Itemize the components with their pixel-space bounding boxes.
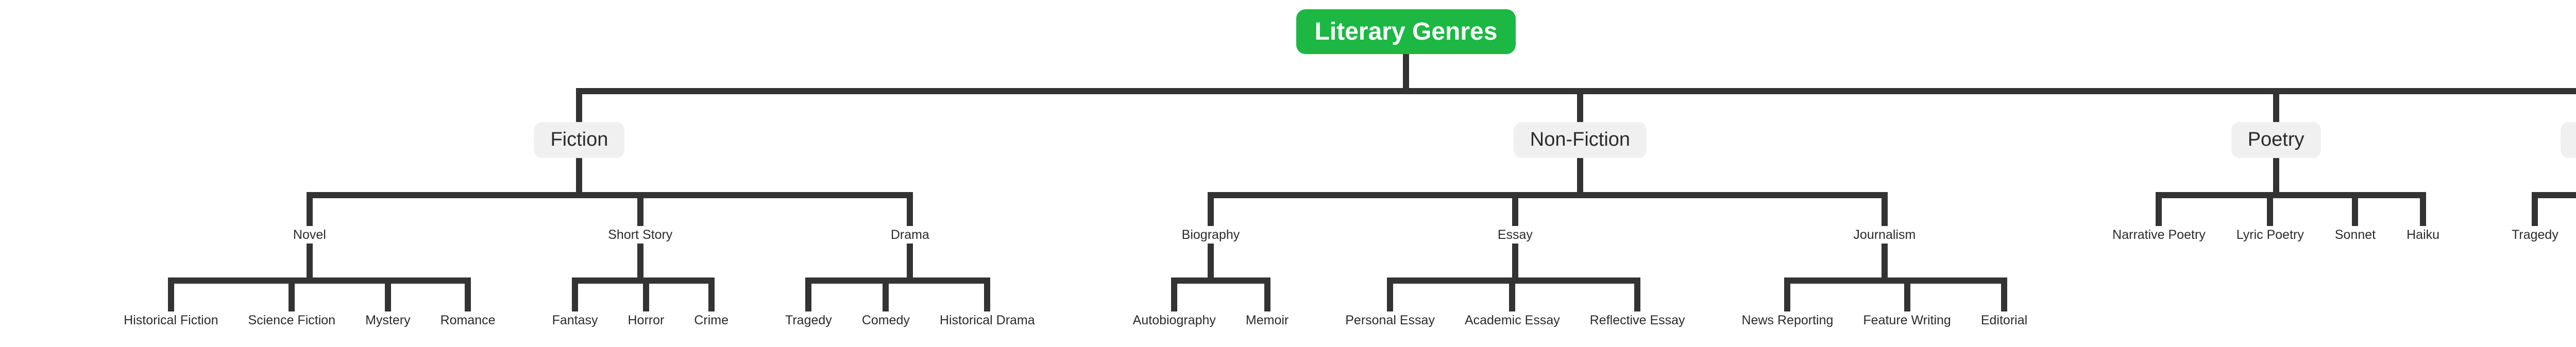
- tree-node-sonnet: Sonnet: [2332, 225, 2378, 244]
- tree-branch-autobiography: Autobiography: [1118, 277, 1234, 329]
- tree-node-drama: Drama: [888, 225, 931, 244]
- tree-node-horror: Horror: [625, 311, 667, 329]
- tree-branch-comedy: Comedy: [2573, 192, 2576, 244]
- tree-branch-tragedy: Tragedy: [770, 277, 850, 329]
- tree-branch-historical-fiction: Historical Fiction: [109, 277, 236, 329]
- tree-node-lyric-poetry: Lyric Poetry: [2234, 225, 2306, 244]
- tree-node-novel: Novel: [291, 225, 328, 244]
- tree-branch-academic-essay: Academic Essay: [1449, 277, 1578, 329]
- tree-node-autobiography: Autobiography: [1130, 311, 1218, 329]
- tree-node-fiction: Fiction: [534, 122, 625, 158]
- tree-node-mystery: Mystery: [363, 311, 413, 329]
- tree-children-of-essay: Personal Essay Academic Essay Reflective E…: [1330, 243, 1700, 329]
- tree-children-of-novel: Historical Fiction Science Fiction Mystery…: [109, 243, 511, 329]
- tree-branch-sonnet: Sonnet: [2319, 192, 2395, 244]
- tree-branch-lyric-poetry: Lyric Poetry: [2221, 192, 2323, 244]
- tree-node-tragedy: Tragedy: [2510, 225, 2561, 244]
- tree-node-feature-writing: Feature Writing: [1861, 311, 1953, 329]
- tree-children-of-short-story: Fantasy Horror Crime: [537, 243, 743, 329]
- tree-branch-science-fiction: Science Fiction: [233, 277, 353, 329]
- tree-node-fantasy: Fantasy: [550, 311, 600, 329]
- tree-node-science-fiction: Science Fiction: [246, 311, 338, 329]
- tree-children-of-poetry: Narrative Poetry Lyric Poetry Sonnet Haiku: [2097, 158, 2455, 244]
- tree-node-narrative-poetry: Narrative Poetry: [2110, 225, 2208, 244]
- tree-node-crime: Crime: [692, 311, 731, 329]
- tree-branch-feature-writing: Feature Writing: [1848, 277, 1970, 329]
- tree-node-reflective-essay: Reflective Essay: [1587, 311, 1687, 329]
- tree-node-drama: Drama: [2560, 122, 2576, 158]
- tree-branch-comedy: Comedy: [846, 277, 928, 329]
- tree-children-of-journalism: News Reporting Feature Writing Editorial: [1727, 243, 2043, 329]
- tree-node-editorial: Editorial: [1978, 311, 2030, 329]
- tree-branch-reflective-essay: Reflective Essay: [1574, 277, 1700, 329]
- tree-branch-narrative-poetry: Narrative Poetry: [2097, 192, 2224, 244]
- tree-node-personal-essay: Personal Essay: [1343, 311, 1437, 329]
- tree-branch-mystery: Mystery: [350, 277, 429, 329]
- tree-node-short-story: Short Story: [606, 225, 675, 244]
- tree-node-biography: Biography: [1179, 225, 1242, 244]
- tree-node-non-fiction: Non-Fiction: [1513, 122, 1647, 158]
- tree-node-tragedy: Tragedy: [783, 311, 834, 329]
- tree-node-historical-fiction: Historical Fiction: [122, 311, 221, 329]
- tree-node-historical-drama: Historical Drama: [937, 311, 1037, 329]
- tree-branch-historical-drama: Historical Drama: [924, 277, 1050, 329]
- tree-branch-fantasy: Fantasy: [537, 277, 616, 329]
- tree-children-of-drama: Tragedy Comedy Historical Drama: [770, 243, 1050, 329]
- tree-branch-tragedy: Tragedy: [2496, 192, 2576, 244]
- tree-node-romance: Romance: [438, 311, 498, 329]
- tree-branch-news-reporting: News Reporting: [1727, 277, 1852, 329]
- tree-branch-memoir: Memoir: [1230, 277, 1303, 329]
- tree-branch-crime: Crime: [679, 277, 743, 329]
- tree-branch-personal-essay: Personal Essay: [1330, 277, 1453, 329]
- tree-node-news-reporting: News Reporting: [1739, 311, 1836, 329]
- tree-node-poetry: Poetry: [2231, 122, 2321, 158]
- tree-branch-romance: Romance: [425, 277, 511, 329]
- tree-node-memoir: Memoir: [1243, 311, 1291, 329]
- tree-branch-editorial: Editorial: [1965, 277, 2042, 329]
- tree-children-of-drama: TragedyComedyFarce: [2496, 158, 2576, 244]
- tree-branch-horror: Horror: [613, 277, 683, 329]
- tree-node-literary-genres: Literary Genres: [1296, 9, 1516, 55]
- tree-node-haiku: Haiku: [2404, 225, 2442, 244]
- tree-node-essay: Essay: [1495, 225, 1535, 244]
- tree-node-academic-essay: Academic Essay: [1462, 311, 1562, 329]
- tree-branch-haiku: Haiku: [2391, 192, 2455, 244]
- tree-node-journalism: Journalism: [1851, 225, 1918, 244]
- tree-branch-drama: DramaTragedyComedyFarce: [2476, 88, 2576, 244]
- tree-children-of-biography: Autobiography Memoir: [1118, 243, 1304, 329]
- tree-node-comedy: Comedy: [859, 311, 912, 329]
